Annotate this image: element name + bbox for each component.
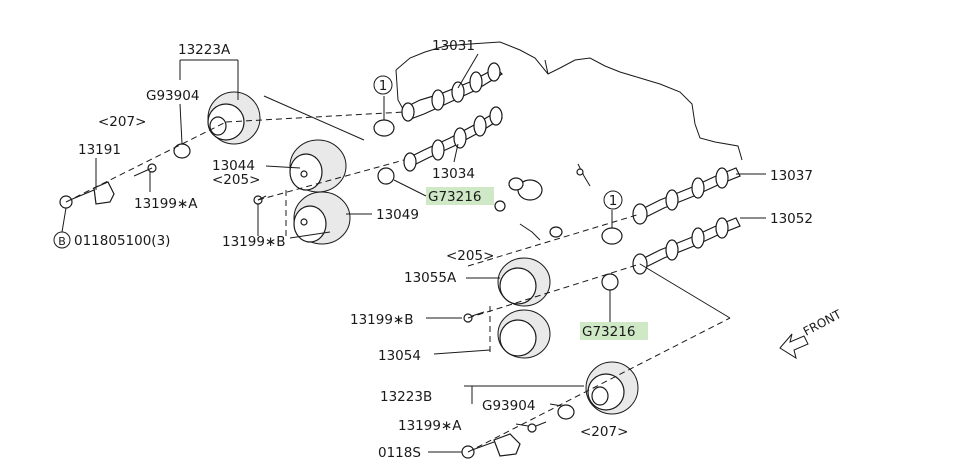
pulley-13044 (289, 139, 347, 193)
circle-1-marker-right (603, 190, 623, 210)
label-205-top: <205> (212, 172, 260, 188)
circle-1-label-top: 1 (379, 78, 388, 94)
sprocket-13223A (207, 91, 261, 145)
label-13199B-mid: 13199∗B (350, 312, 414, 328)
washer-right (601, 227, 623, 245)
camshaft-13031 (401, 62, 503, 122)
o-ring-G93904-bottom (557, 404, 575, 420)
label-13031: 13031 (432, 38, 475, 54)
label-13044: 13044 (212, 158, 255, 174)
label-13054: 13054 (378, 348, 421, 364)
washer-top (373, 119, 395, 137)
label-207-bottom: <207> (580, 424, 628, 440)
label-13052: 13052 (770, 211, 813, 227)
front-label: FRONT (801, 307, 844, 339)
seal-G73216-top (377, 167, 395, 185)
leader-lines (61, 53, 766, 453)
label-13049: 13049 (376, 207, 419, 223)
label-G73216-top: G73216 (428, 189, 481, 205)
b-circle-label: B (58, 235, 66, 248)
circle-1-label-right: 1 (609, 193, 618, 209)
circle-1-marker-top (373, 75, 393, 95)
camshaft-13037 (632, 167, 741, 225)
bolt-13199A-bottom (527, 421, 547, 433)
misc-small-parts (494, 163, 591, 241)
bolt-0118S (461, 441, 495, 459)
seal-G73216-bottom (601, 273, 619, 291)
label-13034: 13034 (432, 166, 475, 182)
label-011805100: 011805100(3) (74, 233, 170, 249)
highlight-G73216-top (426, 187, 494, 205)
label-G93904-top: G93904 (146, 88, 199, 104)
b-circle-marker (53, 231, 71, 249)
label-0118S: 0118S (378, 445, 421, 461)
camshaft-13052 (632, 217, 741, 275)
camshaft-13034 (403, 106, 503, 172)
label-13199A-top: 13199∗A (134, 196, 198, 212)
label-205-mid: <205> (446, 248, 494, 264)
label-13037: 13037 (770, 168, 813, 184)
label-13199A-bottom: 13199∗A (398, 418, 462, 434)
pulley-13049 (293, 191, 351, 245)
pulley-13054 (497, 309, 551, 359)
assembly-axes (65, 111, 731, 453)
highlight-G73216-bottom (580, 322, 648, 340)
bolt-13199B-top (253, 195, 267, 205)
front-arrow-icon (779, 333, 809, 360)
label-G73216-bottom: G73216 (582, 324, 635, 340)
bolt-13199A-top (133, 163, 157, 177)
label-13055A: 13055A (404, 270, 457, 286)
pulley-13055A (497, 257, 551, 307)
label-G93904-bottom: G93904 (482, 398, 535, 414)
label-207-top: <207> (98, 114, 146, 130)
o-ring-G93904-top (173, 143, 191, 159)
plate-bottom (493, 433, 521, 457)
label-13199B-top: 13199∗B (222, 234, 286, 250)
label-13223A: 13223A (178, 42, 231, 58)
label-13191: 13191 (78, 142, 121, 158)
bolt-011805100 (59, 189, 95, 209)
plate-13191 (93, 181, 115, 205)
sprocket-13223B (585, 361, 639, 415)
assembly-frame (263, 95, 731, 319)
label-13223B: 13223B (380, 389, 432, 405)
